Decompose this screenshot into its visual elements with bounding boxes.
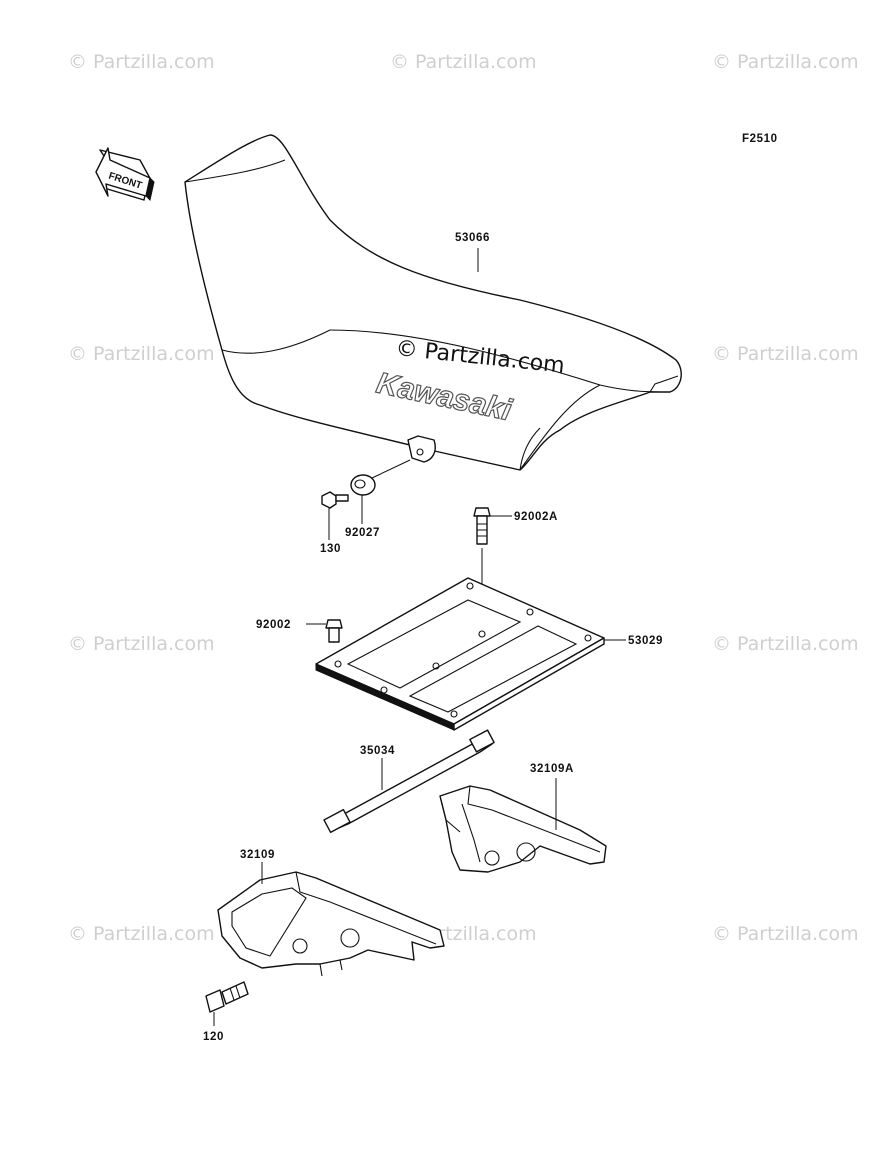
front-arrow-icon: FRONT [95,147,155,201]
label-92002: 92002 [256,619,291,631]
label-35034: 35034 [360,745,395,757]
watermark: © Partzilla.com [68,51,215,73]
strap-35034 [323,729,495,834]
plate-53029 [315,577,605,731]
bolt-130 [321,491,349,509]
watermark: © Partzilla.com [68,343,215,365]
watermark: © Partzilla.com [68,923,215,945]
seat-53066: Kawasaki [184,134,682,471]
watermark: © Partzilla.com [712,343,859,365]
label-120: 120 [203,1031,224,1043]
collar-92027 [350,459,411,496]
watermark: © Partzilla.com [712,51,859,73]
figure-code: F2510 [742,133,778,145]
watermark: © Partzilla.com [68,633,215,655]
label-92027: 92027 [345,527,380,539]
bracket-32109A [439,785,607,873]
bolt-92002 [325,619,343,643]
label-53066: 53066 [455,232,490,244]
watermark: © Partzilla.com [712,923,859,945]
watermark: © Partzilla.com [712,633,859,655]
bolt-120 [205,981,249,1013]
bolt-92002A [473,507,491,545]
label-53029: 53029 [628,635,663,647]
bracket-32109 [217,871,445,977]
label-32109: 32109 [240,849,275,861]
label-92002A: 92002A [514,511,558,523]
watermark: © Partzilla.com [390,51,537,73]
label-32109A: 32109A [530,763,574,775]
label-130: 130 [320,543,341,555]
